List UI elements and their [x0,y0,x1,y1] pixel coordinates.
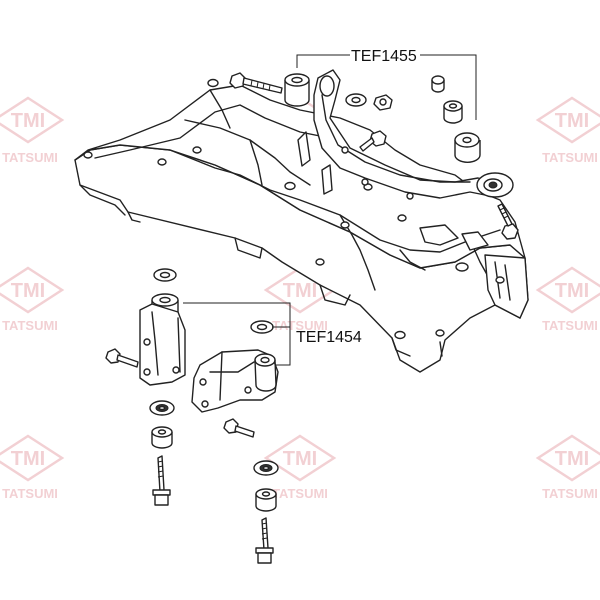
watermark-logo: TMI [535,266,600,314]
bushing-upper-right-small [431,75,445,93]
bushing-upper-right-mid [443,100,463,124]
watermark-logo-text: TMI [283,280,317,302]
watermark-brand: TATSUMI [542,150,598,165]
mount-left [105,268,186,506]
callout-upper-label: TEF1455 [351,48,417,65]
bushing-upper-right-large [454,132,481,163]
watermark-logo: TMI [0,266,65,314]
watermark-logo: TMI [263,434,337,482]
callout-upper: TEF1455 [296,48,477,120]
watermark-brand: TATSUMI [542,318,598,333]
bushing-upper-left [284,73,310,107]
watermark-logo: TMI [0,434,65,482]
watermark-logo-text: TMI [11,110,45,132]
nut-upper [373,94,393,111]
watermark-brand: TATSUMI [2,150,58,165]
watermark-brand: TATSUMI [542,486,598,501]
watermark-logo-text: TMI [11,448,45,470]
callout-lower-label: TEF1454 [296,329,362,346]
washer-upper [345,93,367,107]
bolt-upper-mid [359,130,387,152]
watermark-logo-text: TMI [555,448,589,470]
subframe [74,78,529,373]
watermark-logo-text: TMI [555,110,589,132]
watermark-logo-text: TMI [555,280,589,302]
watermark-logo-text: TMI [283,448,317,470]
callout-lower: TEF1454 [183,302,362,366]
watermark-brand: TATSUMI [272,318,328,333]
watermark-brand: TATSUMI [2,318,58,333]
watermark-brand: TATSUMI [272,486,328,501]
watermark-brand: TATSUMI [2,486,58,501]
watermark-logo: TMI [0,96,65,144]
control-arm [313,69,514,200]
bolt-top-left [229,72,283,94]
mount-right [191,320,279,564]
watermark-logo: TMI [535,96,600,144]
watermark-logo-text: TMI [11,280,45,302]
bolt-right [497,203,519,240]
watermark-logo: TMI [535,434,600,482]
